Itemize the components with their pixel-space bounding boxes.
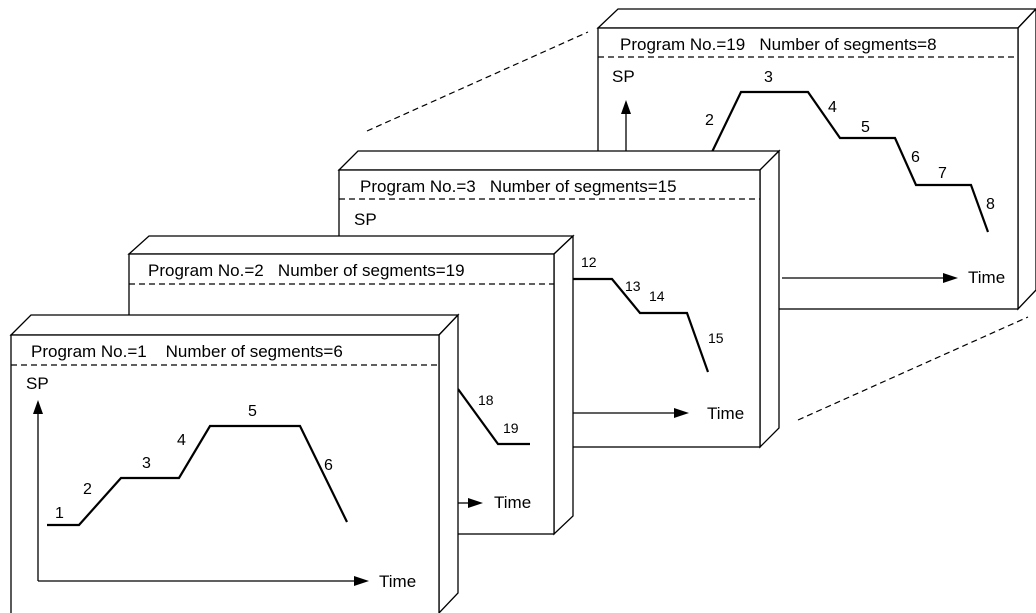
- perspective-line-top: [366, 31, 589, 132]
- panel-3-side: [759, 149, 780, 449]
- panel-1-segment-label: 2: [83, 481, 92, 498]
- panel-19-sp-arrowhead: [621, 100, 631, 114]
- panel-3-profile: [573, 277, 710, 373]
- panel-19-segment-label: 3: [764, 69, 773, 86]
- panel-3-time-arrowhead: [674, 408, 689, 418]
- panel-2-side: [553, 234, 574, 536]
- panel-19-profile: [711, 90, 990, 233]
- panel-3-segment-label: 15: [708, 330, 724, 346]
- panel-program-1: Program No.=1 Number of segments=6 SP Ti…: [9, 313, 460, 613]
- panel-2-time-arrowhead: [468, 498, 483, 508]
- panel-3-segment-label: 14: [649, 288, 665, 304]
- panel-3-top: [337, 150, 781, 171]
- panel-19-top: [596, 8, 1036, 29]
- panel-19-segment-label: 2: [705, 112, 714, 129]
- panel-1-side: [438, 313, 459, 613]
- panel-3-header: Program No.=3 Number of segments=15: [360, 177, 677, 196]
- panel-3-segment-label: 12: [581, 254, 597, 270]
- panel-1-segment-label: 3: [142, 455, 151, 472]
- panel-19-segment-label: 5: [861, 119, 870, 136]
- panel-3-time-label: Time: [707, 404, 744, 423]
- panel-1-time-label: Time: [379, 572, 416, 591]
- panel-1-header: Program No.=1 Number of segments=6: [31, 342, 343, 361]
- panel-2-top: [127, 235, 575, 255]
- panel-1-top: [9, 314, 460, 336]
- panel-3-segment-label: 13: [625, 278, 641, 294]
- panel-1-segment-label: 5: [248, 403, 257, 420]
- panel-1-segment-label: 4: [177, 432, 186, 449]
- panel-1-segment-label: 1: [55, 505, 64, 522]
- panel-19-time-label: Time: [968, 268, 1005, 287]
- panel-19-time-arrowhead: [943, 273, 958, 283]
- panel-19-header: Program No.=19 Number of segments=8: [620, 35, 937, 54]
- panel-1-sp-label: SP: [26, 374, 49, 393]
- panel-1-segment-label: 6: [324, 457, 333, 474]
- panel-19-side: [1017, 8, 1036, 311]
- panel-2-segment-label: 19: [503, 420, 519, 436]
- panel-3-sp-label: SP: [354, 210, 377, 229]
- panel-19-sp-label: SP: [612, 67, 635, 86]
- panel-2-segment-label: 18: [478, 392, 494, 408]
- panel-1-time-arrowhead: [354, 576, 369, 586]
- panel-19-segment-label: 4: [828, 99, 837, 116]
- panel-2-profile: [457, 388, 530, 446]
- panel-2-header: Program No.=2 Number of segments=19: [148, 261, 465, 280]
- perspective-line-bottom: [797, 316, 1029, 421]
- panel-1-profile: [47, 424, 348, 527]
- panel-19-segment-label: 7: [938, 165, 947, 182]
- panel-19-segment-label: 8: [986, 196, 995, 213]
- panel-2-time-label: Time: [494, 493, 531, 512]
- panel-1-sp-arrowhead: [33, 400, 43, 414]
- panel-1-face: [10, 334, 440, 613]
- panel-19-segment-label: 6: [911, 149, 920, 166]
